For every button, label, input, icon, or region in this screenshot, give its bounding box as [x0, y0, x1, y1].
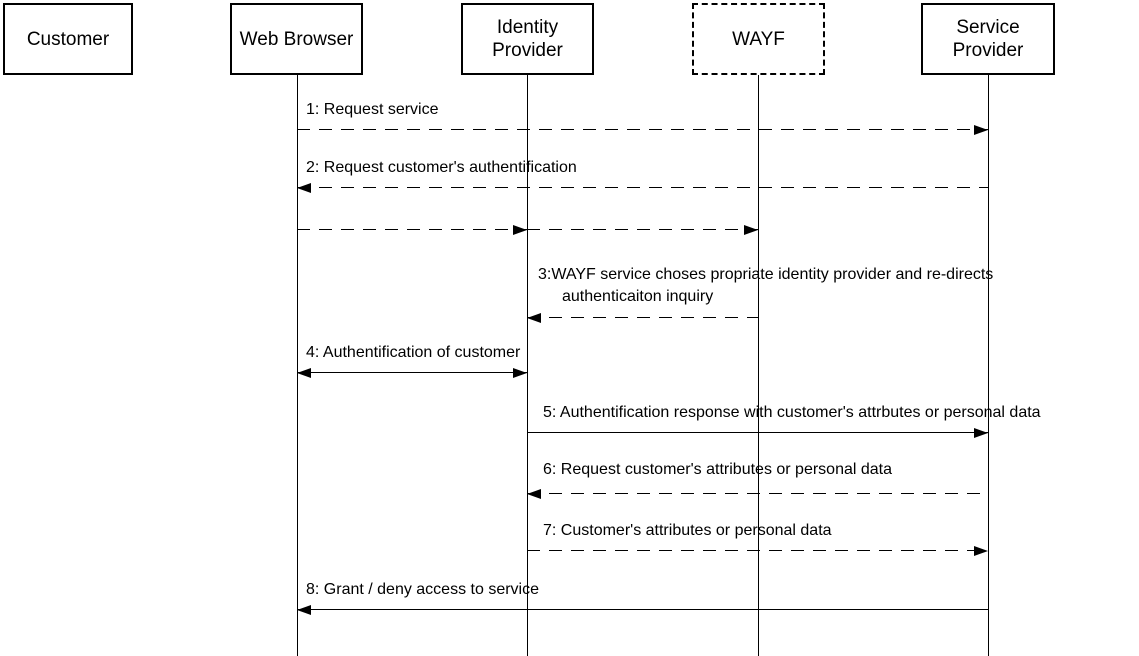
message-1-label: 1: Request service	[306, 101, 439, 118]
message-2-redirect-to-wayf-line	[527, 229, 758, 231]
lifeline-identity-provider	[527, 75, 528, 656]
message-2-redirect-to-idp-arrowhead-right-icon	[513, 225, 527, 235]
actor-label-service-provider: Service	[956, 17, 1020, 38]
actor-label-identity-provider: Provider	[492, 40, 563, 61]
message-2-line	[297, 187, 988, 189]
actor-box-wayf: WAYF	[692, 3, 825, 75]
message-2-label: 2: Request customer's authentification	[306, 159, 577, 176]
message-3-arrowhead-left-icon	[527, 313, 541, 323]
message-4-arrowhead-right-icon	[513, 368, 527, 378]
message-7-arrowhead-right-icon	[974, 546, 988, 556]
message-8-label: 8: Grant / deny access to service	[306, 581, 539, 598]
actor-label-web-browser: Web Browser	[239, 28, 354, 50]
lifeline-service-provider	[988, 75, 989, 656]
message-7-line	[527, 550, 988, 552]
message-3-label: 3:WAYF service choses propriate identity…	[538, 266, 994, 283]
actor-label-service-provider: Provider	[952, 40, 1024, 61]
message-5-line	[527, 432, 988, 434]
message-5-label: 5: Authentification response with custom…	[543, 404, 1041, 421]
message-5-arrowhead-right-icon	[974, 428, 988, 438]
actor-box-web-browser: Web Browser	[230, 3, 363, 75]
message-4-label: 4: Authentification of customer	[306, 344, 521, 361]
message-6-arrowhead-left-icon	[527, 489, 541, 499]
message-6-line	[527, 493, 988, 495]
message-1-line	[297, 129, 988, 131]
message-6-label: 6: Request customer's attributes or pers…	[543, 461, 893, 478]
message-3-line	[527, 317, 758, 319]
actor-label-identity-provider: Identity	[496, 17, 559, 38]
message-8-line	[297, 609, 988, 611]
message-2-redirect-to-idp-line	[297, 229, 527, 231]
message-2-arrowhead-left-icon	[297, 183, 311, 193]
message-8-arrowhead-left-icon	[297, 605, 311, 615]
lifeline-wayf	[758, 75, 759, 656]
actor-label-customer: Customer	[26, 28, 110, 50]
message-1-arrowhead-right-icon	[974, 125, 988, 135]
actor-box-customer: Customer	[3, 3, 133, 75]
message-2-redirect-to-wayf-arrowhead-right-icon	[744, 225, 758, 235]
lifeline-web-browser	[297, 75, 298, 656]
message-4-arrowhead-left-icon	[297, 368, 311, 378]
message-7-label: 7: Customer's attributes or personal dat…	[543, 522, 832, 539]
message-3-label: authenticaiton inquiry	[562, 288, 714, 305]
actor-label-wayf: WAYF	[732, 28, 785, 50]
message-4-line	[297, 372, 527, 374]
